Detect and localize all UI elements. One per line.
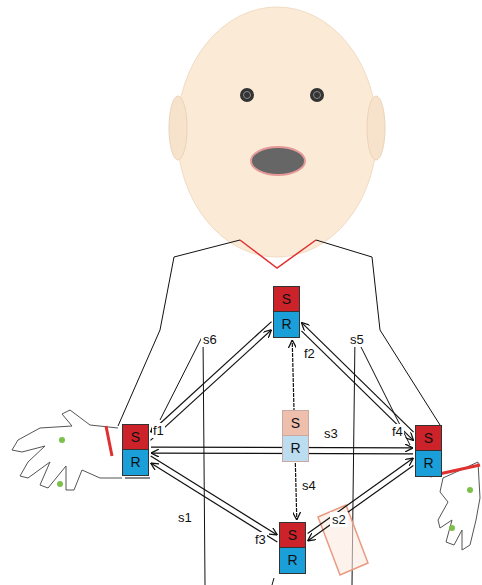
signal-arrow xyxy=(150,322,271,433)
signal-arrow xyxy=(151,463,278,542)
marker-dot xyxy=(467,487,473,493)
sender-cell: S xyxy=(273,286,300,312)
left-arm-inner xyxy=(160,335,205,585)
sensor-block: SR xyxy=(282,410,309,462)
left-arm-outer xyxy=(118,240,240,426)
eye xyxy=(240,88,254,102)
sensor-block: SRf1 xyxy=(122,424,149,476)
receiver-cell: R xyxy=(415,451,442,477)
signal-label: s6 xyxy=(201,332,219,347)
head xyxy=(177,7,377,257)
sensor-label: f4 xyxy=(391,424,404,439)
torso-line xyxy=(272,578,274,585)
marker-dot xyxy=(59,437,65,443)
sensor-label: f2 xyxy=(303,346,316,361)
signal-label: s2 xyxy=(330,512,348,527)
signal-arrow xyxy=(301,322,413,432)
signal-arrow xyxy=(308,465,414,540)
left-cuff xyxy=(106,426,112,456)
sender-cell: S xyxy=(122,424,149,450)
right-hand xyxy=(438,462,480,550)
sender-cell: S xyxy=(279,522,306,548)
body-outline xyxy=(118,240,440,585)
skin-patch xyxy=(318,505,368,575)
sender-cell: S xyxy=(415,425,442,451)
signal-arrow xyxy=(151,456,278,535)
signal-arrow xyxy=(301,331,413,441)
signal-label: s1 xyxy=(176,510,194,525)
sensor-block: SRf4 xyxy=(415,425,442,477)
left-hand xyxy=(12,410,122,490)
signal-label: s3 xyxy=(322,426,340,441)
receiver-cell: R xyxy=(282,436,309,462)
sensor-block: SRf2 xyxy=(273,286,300,338)
eye xyxy=(310,88,324,102)
sensor-label: f3 xyxy=(254,532,267,547)
sensor-label: f1 xyxy=(152,423,165,438)
ear xyxy=(367,96,385,160)
sensor-block: SRf3 xyxy=(279,522,306,574)
eye xyxy=(244,92,251,99)
signal-label: s4 xyxy=(300,478,318,493)
left-arm-lower xyxy=(125,478,150,479)
mouth xyxy=(251,147,305,175)
receiver-cell: R xyxy=(122,450,149,476)
signal-label: s5 xyxy=(348,332,366,347)
ear xyxy=(169,96,187,160)
receiver-cell: R xyxy=(279,548,306,574)
marker-dot xyxy=(57,481,63,487)
receiver-cell: R xyxy=(273,312,300,338)
marker-dot xyxy=(449,525,455,531)
eye xyxy=(314,92,321,99)
signal-arrow xyxy=(308,458,414,533)
sender-cell: S xyxy=(282,410,309,436)
signal-arrow xyxy=(150,330,271,441)
neckline xyxy=(240,240,316,268)
